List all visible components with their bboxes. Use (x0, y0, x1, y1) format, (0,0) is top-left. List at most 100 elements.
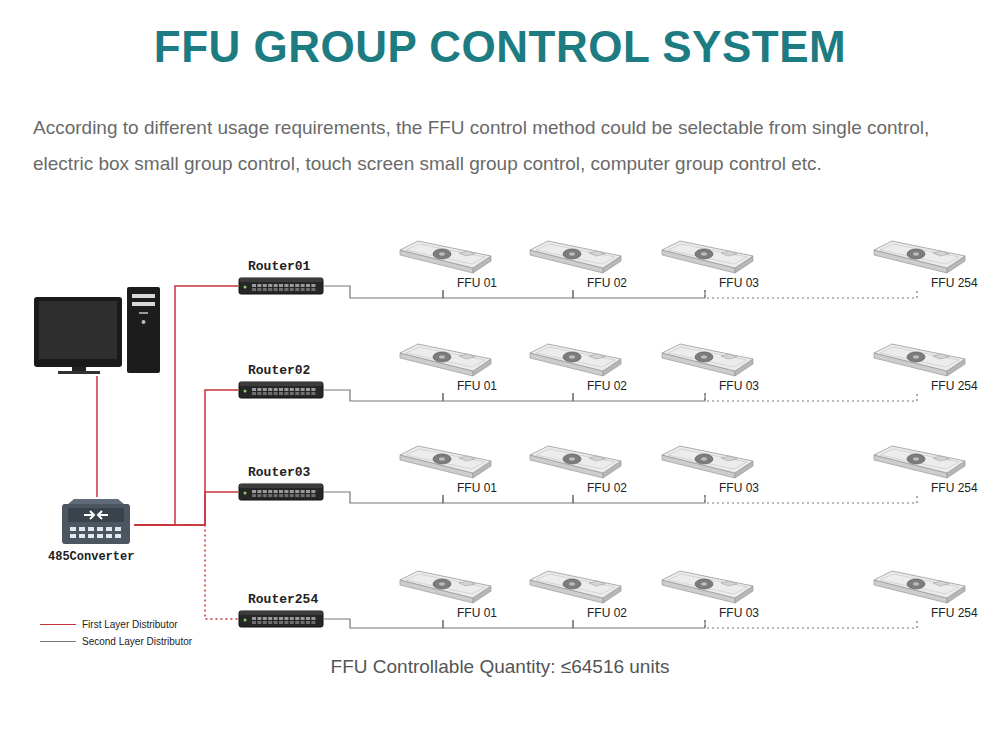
ffu-unit (660, 240, 755, 276)
ffu-top (662, 446, 753, 473)
first-layer-line (134, 492, 238, 525)
converter-port (79, 527, 85, 531)
router-led (244, 390, 247, 393)
ffu-frame (880, 347, 959, 367)
ffu-fan-hub (701, 355, 707, 358)
router-port (274, 621, 278, 624)
ffu-top (874, 344, 965, 371)
rs485-converter: 485Converter (48, 498, 134, 565)
router-port (301, 288, 305, 291)
converter-port (106, 527, 112, 531)
ffu-node: FFU 02 (528, 343, 627, 393)
router-port (306, 494, 310, 497)
second-layer-line (324, 492, 443, 503)
router-port (295, 388, 299, 391)
router-port (252, 392, 256, 395)
ffu-top (400, 571, 491, 598)
ffu-fan (433, 454, 451, 464)
ffu-label: FFU 03 (660, 276, 759, 290)
router-port (252, 388, 256, 391)
ffu-frame (668, 574, 747, 594)
router-port (252, 490, 256, 493)
router-port (306, 490, 310, 493)
router-port (263, 388, 267, 391)
ffu-label: FFU 02 (528, 606, 627, 620)
ffu-label: FFU 254 (872, 276, 978, 290)
router-port (295, 490, 299, 493)
router-led (244, 492, 247, 495)
router-port (257, 621, 261, 624)
second-layer-line (443, 620, 573, 628)
converter-port (97, 534, 103, 538)
router-port (306, 288, 310, 291)
monitor (34, 297, 122, 374)
router-port (263, 617, 267, 620)
router-port (284, 288, 288, 291)
converter-top (68, 499, 124, 504)
router-port (311, 288, 315, 291)
ffu-frame (880, 449, 959, 469)
router-label: Router03 (238, 465, 324, 483)
ffu-fan (907, 579, 925, 589)
router-port (257, 392, 261, 395)
legend-line-sample (40, 641, 76, 642)
ffu-fan-hub (913, 252, 919, 255)
router-label: Router01 (238, 259, 324, 277)
ffu-unit (660, 343, 755, 379)
router-port (301, 494, 305, 497)
router-port (274, 392, 278, 395)
second-layer-line (324, 619, 443, 628)
ffu-top (400, 241, 491, 268)
router-port (274, 494, 278, 497)
converter-port (115, 534, 121, 538)
ffu-control-box (459, 251, 475, 256)
router-body (239, 611, 323, 627)
tower-power (142, 320, 146, 324)
ffu-fan (563, 352, 581, 362)
router-label: Router02 (238, 363, 324, 381)
router-port (301, 617, 305, 620)
ffu-unit (398, 343, 493, 379)
router-port (311, 617, 315, 620)
router-port (295, 617, 299, 620)
converter-icon (60, 498, 132, 546)
ffu-frame (536, 574, 615, 594)
ffu-node: FFU 03 (660, 343, 759, 393)
ffu-control-box (721, 581, 737, 586)
router-port (257, 284, 261, 287)
second-layer-line (443, 290, 573, 298)
ffu-fan (695, 352, 713, 362)
ffu-unit (660, 570, 755, 606)
router-port (257, 288, 261, 291)
router-port (311, 284, 315, 287)
ffu-label: FFU 254 (872, 379, 978, 393)
converter-port (70, 534, 76, 538)
ffu-unit (528, 240, 623, 276)
ffu-node: FFU 254 (872, 240, 978, 290)
router-port (311, 621, 315, 624)
router-port (301, 621, 305, 624)
router-port (290, 494, 294, 497)
ffu-fan (695, 454, 713, 464)
tower-body (127, 287, 160, 373)
router-port (295, 621, 299, 624)
converter-port (70, 527, 76, 531)
ffu-frame (536, 449, 615, 469)
second-layer-line (573, 620, 705, 628)
ffu-fan-hub (701, 252, 707, 255)
router-port (279, 617, 283, 620)
legend: First Layer DistributorSecond Layer Dist… (40, 616, 192, 650)
router-port (263, 490, 267, 493)
router-port (306, 621, 310, 624)
ffu-fan (907, 352, 925, 362)
ffu-top (530, 571, 621, 598)
second-layer-line (573, 290, 705, 298)
ffu-frame (536, 244, 615, 264)
ffu-fan-hub (569, 582, 575, 585)
ffu-top (662, 571, 753, 598)
ffu-unit (528, 570, 623, 606)
router-port (295, 494, 299, 497)
ffu-node: FFU 01 (398, 570, 497, 620)
ffu-control-box (721, 354, 737, 359)
ffu-control-box (721, 456, 737, 461)
